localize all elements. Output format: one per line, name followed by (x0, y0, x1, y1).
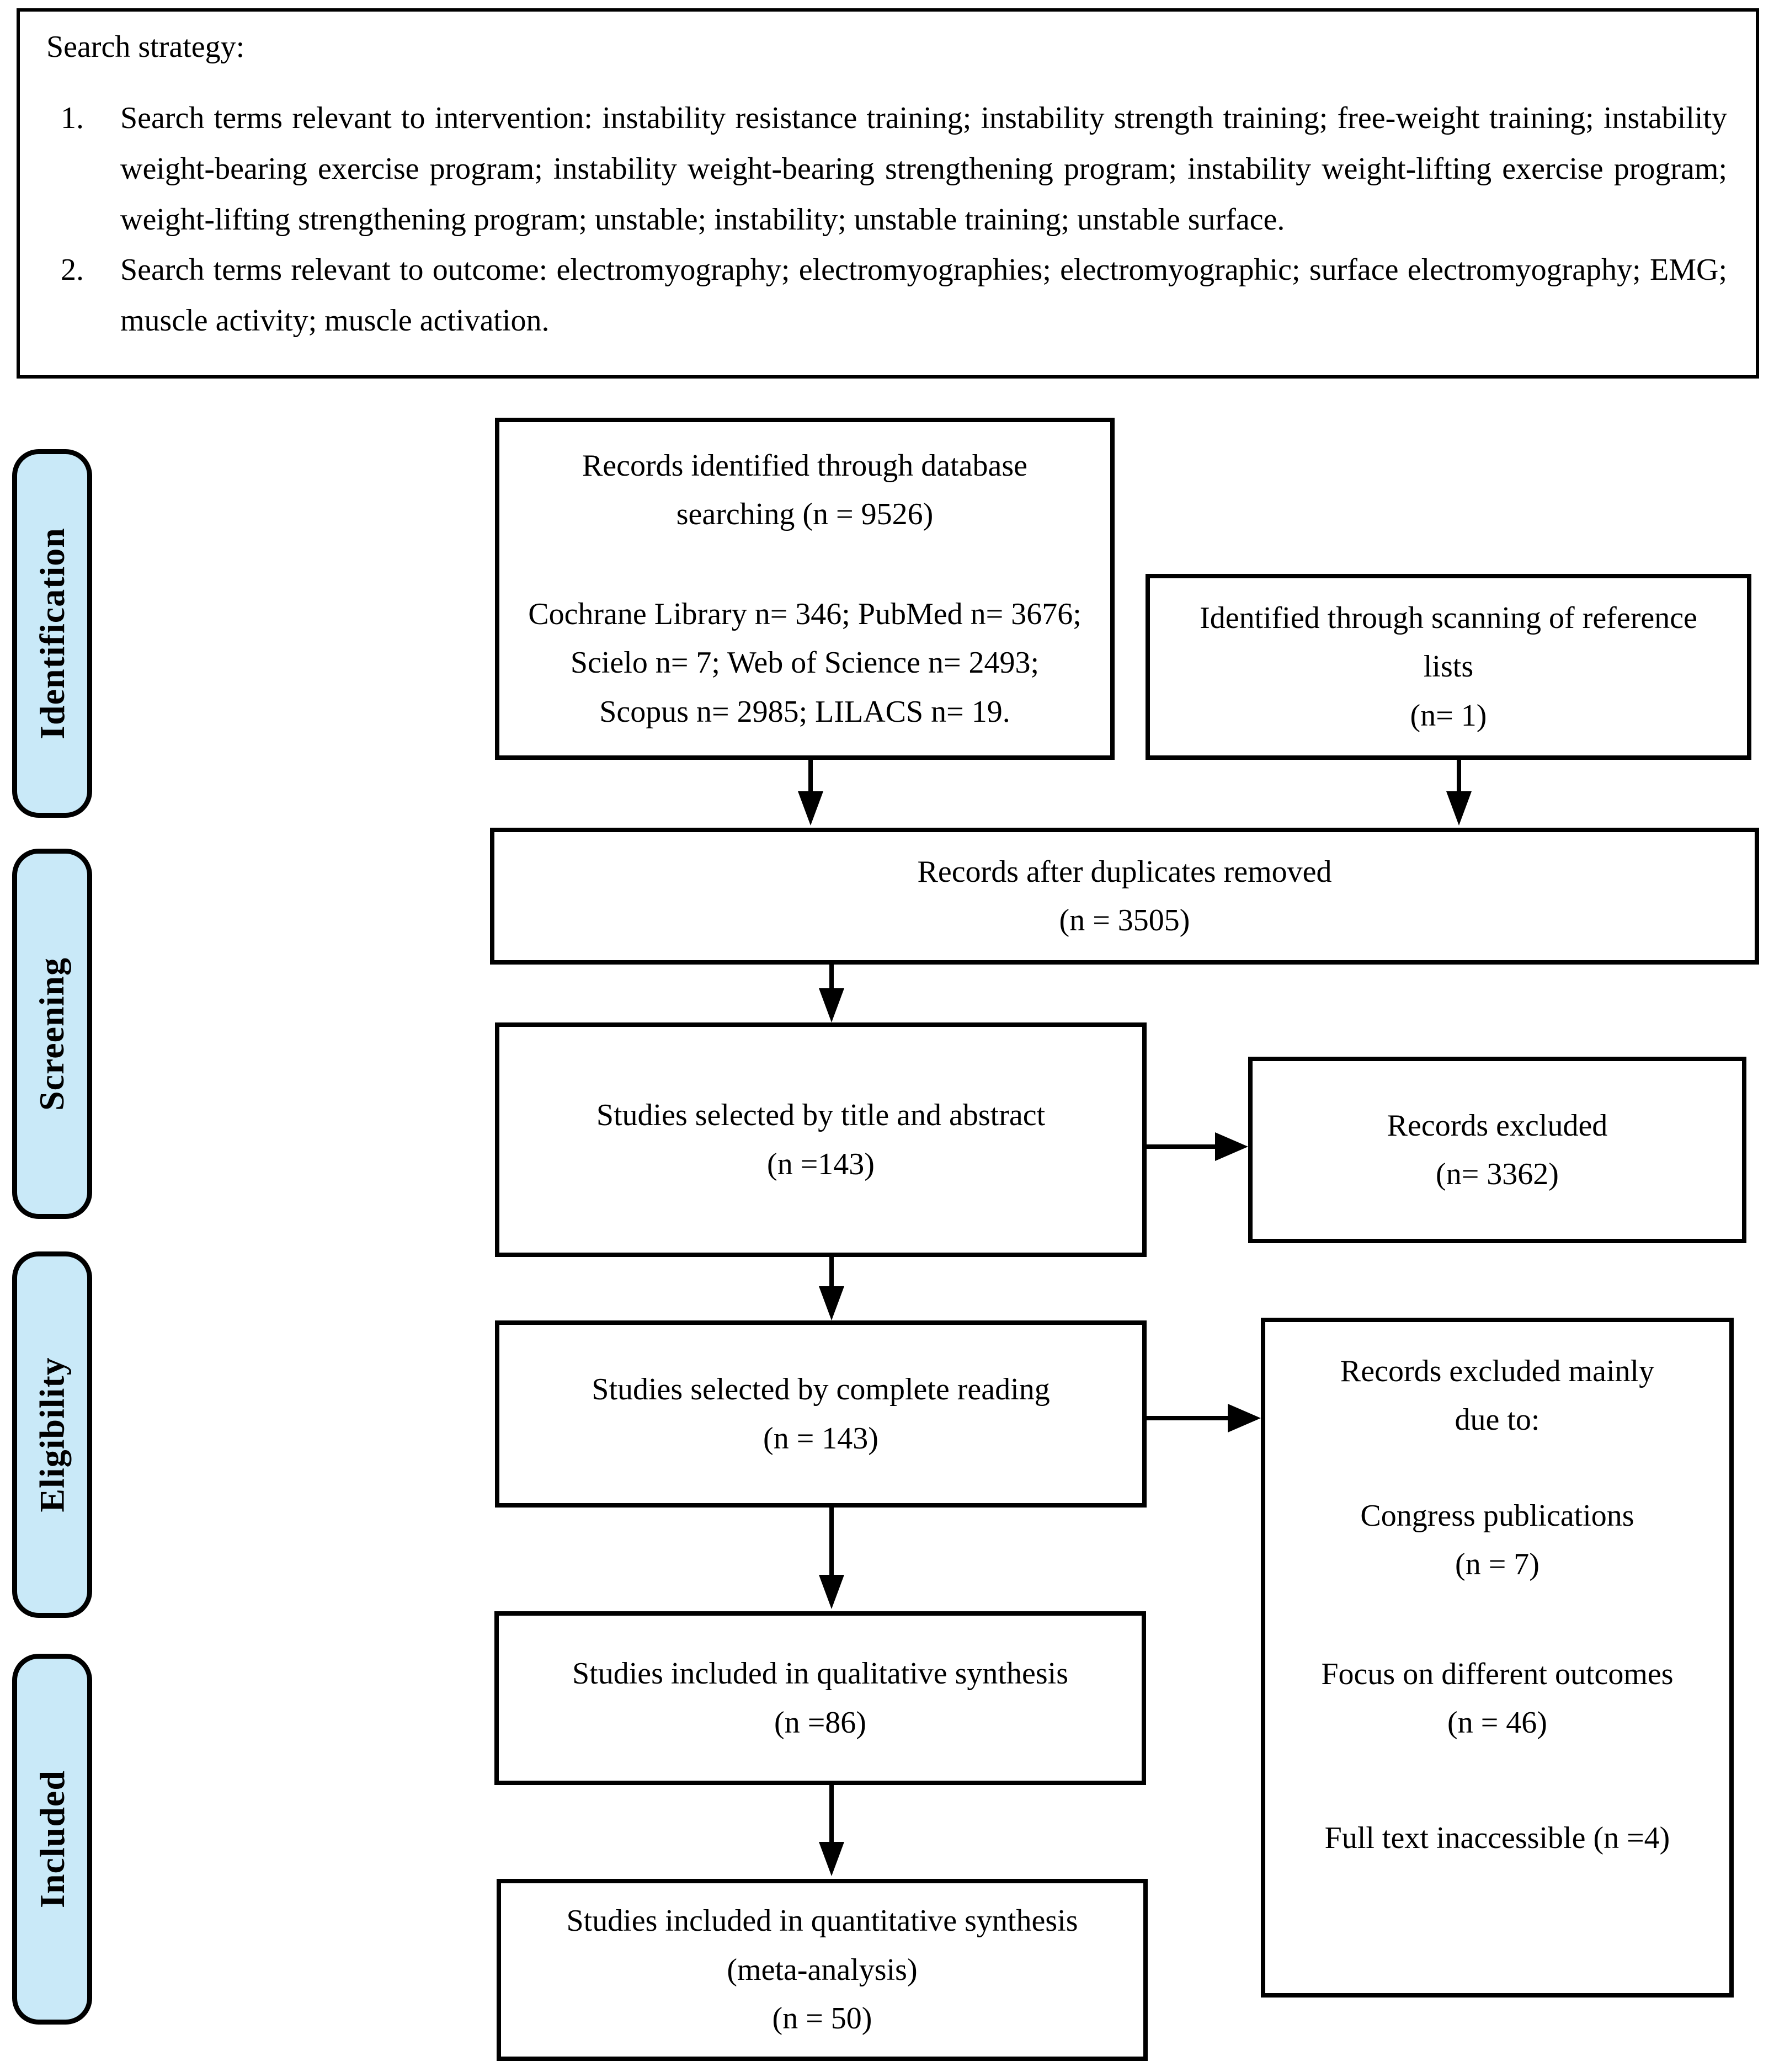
arrow-shaft (829, 1257, 834, 1286)
exclusion-reasons-heading: Records excluded mainly due to: (1340, 1347, 1654, 1445)
box-text: Studies selected by title and abstract (596, 1098, 1046, 1133)
box-duplicates-removed: Records after duplicates removed (n = 35… (490, 828, 1759, 965)
box-count: (n = 50) (772, 2001, 872, 2036)
box-quantitative-synthesis: Studies included in quantitative synthes… (497, 1879, 1148, 2061)
box-count: (n = 3505) (1059, 903, 1190, 938)
reason-text: Focus on different outcomes (1321, 1656, 1674, 1691)
arrow-shaft (1457, 760, 1461, 791)
arrow-reference-to-duplicates (1446, 760, 1472, 825)
stage-label-text: Included (32, 1770, 72, 1908)
heading-line: Records excluded mainly (1340, 1354, 1655, 1388)
box-text: Records excluded (1387, 1108, 1608, 1143)
box-count: (n =143) (767, 1147, 875, 1181)
arrow-title-abstract-to-excluded (1147, 1132, 1248, 1161)
reason-count: (n = 46) (1447, 1706, 1547, 1740)
arrow-shaft (1147, 1416, 1229, 1420)
exclusion-reason-full-text: Full text inaccessible (n =4) (1325, 1814, 1670, 1862)
arrow-head-icon (1215, 1132, 1248, 1161)
stage-label-text: Screening (32, 957, 72, 1111)
arrow-head-icon (819, 1286, 844, 1320)
stage-label-screening: Screening (12, 849, 92, 1219)
arrow-shaft (829, 1508, 834, 1575)
box-count: (n = 143) (763, 1421, 878, 1456)
box-text: Studies included in qualitative synthesi… (572, 1656, 1068, 1691)
search-terms-outcome: Search terms relevant to outcome: electr… (120, 253, 1727, 338)
arrow-shaft (808, 760, 813, 791)
arrow-head-icon (819, 988, 844, 1022)
arrow-database-to-duplicates (798, 760, 823, 825)
heading-line: due to: (1455, 1403, 1540, 1437)
search-strategy-list: 1. Search terms relevant to intervention… (20, 93, 1756, 347)
search-strategy-item-2: 2. Search terms relevant to outcome: ele… (20, 245, 1756, 347)
arrow-head-icon (819, 1575, 844, 1609)
box-count: (n =86) (774, 1705, 866, 1740)
box-complete-reading-selection: Studies selected by complete reading (n … (495, 1320, 1147, 1508)
stage-label-text: Eligibility (32, 1357, 72, 1512)
arrow-head-icon (1228, 1404, 1261, 1432)
reason-text: Full text inaccessible (n =4) (1324, 1820, 1670, 1855)
stage-label-identification: Identification (12, 449, 92, 818)
arrow-title-abstract-to-complete-reading (819, 1257, 844, 1320)
box-sources-text: Cochrane Library n= 346; PubMed n= 3676;… (528, 596, 1082, 729)
box-records-database-search: Records identified through database sear… (495, 418, 1115, 760)
list-number: 2. (61, 253, 84, 287)
stage-label-text: Identification (32, 528, 72, 739)
box-count: (n= 1) (1410, 698, 1487, 733)
arrow-head-icon (798, 791, 823, 825)
search-terms-intervention: Search terms relevant to intervention: i… (120, 101, 1727, 237)
box-reference-lists: Identified through scanning of reference… (1146, 574, 1751, 760)
arrow-complete-reading-to-qualitative (819, 1508, 844, 1609)
box-exclusion-reasons: Records excluded mainly due to: Congress… (1261, 1318, 1734, 1998)
arrow-head-icon (819, 1842, 844, 1876)
search-strategy-panel: Search strategy: 1. Search terms relevan… (17, 8, 1759, 379)
exclusion-reason-congress: Congress publications (n = 7) (1360, 1492, 1634, 1589)
arrow-head-icon (1446, 791, 1472, 825)
arrow-shaft (829, 965, 834, 988)
box-qualitative-synthesis: Studies included in qualitative synthesi… (494, 1611, 1146, 1785)
box-text: Records identified through database sear… (582, 448, 1028, 532)
box-records-excluded: Records excluded (n= 3362) (1248, 1057, 1746, 1243)
stage-label-eligibility: Eligibility (12, 1251, 92, 1618)
reason-text: Congress publications (1360, 1498, 1634, 1533)
list-number: 1. (61, 101, 84, 135)
box-text: Studies selected by complete reading (592, 1372, 1050, 1407)
reason-count: (n = 7) (1455, 1547, 1539, 1582)
box-title-abstract-selection: Studies selected by title and abstract (… (495, 1022, 1147, 1257)
exclusion-reason-outcomes: Focus on different outcomes (n = 46) (1321, 1650, 1673, 1748)
arrow-complete-reading-to-exclusion-reasons (1147, 1404, 1261, 1432)
arrow-shaft (829, 1785, 834, 1842)
box-text: Records after duplicates removed (917, 854, 1332, 889)
arrow-qualitative-to-quantitative (819, 1785, 844, 1876)
arrow-shaft (1147, 1144, 1216, 1149)
search-strategy-item-1: 1. Search terms relevant to intervention… (20, 93, 1756, 245)
box-text: Identified through scanning of reference… (1200, 600, 1697, 684)
search-strategy-title: Search strategy: (46, 30, 245, 64)
box-count: (n= 3362) (1436, 1157, 1559, 1191)
arrow-duplicates-to-title-abstract (819, 965, 844, 1022)
stage-label-included: Included (12, 1654, 92, 2025)
box-text: Studies included in quantitative synthes… (566, 1904, 1078, 1987)
